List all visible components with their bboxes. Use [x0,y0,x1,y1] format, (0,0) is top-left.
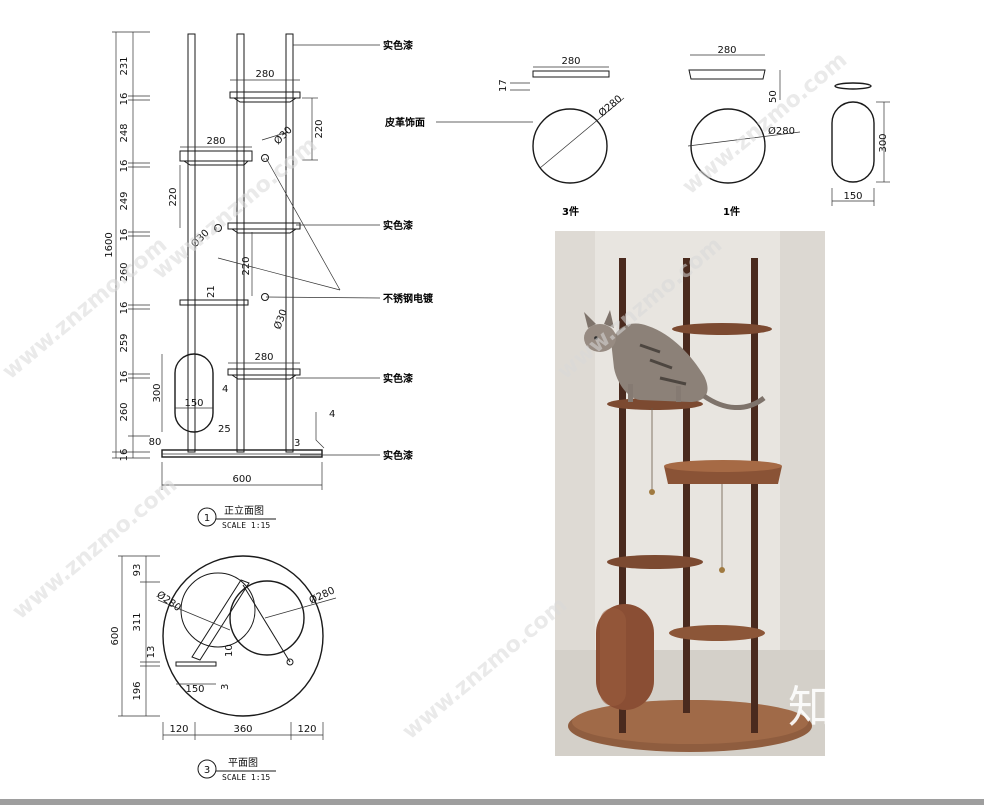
part-count-1: 1件 [723,205,740,218]
dim-plan-phi280a: Ø280 [154,589,183,614]
callout-paint-3: 实色漆 [383,372,413,385]
callout-paint-1: 实色漆 [383,39,413,52]
dim-4-b: 4 [329,409,335,420]
dim-plan-93: 93 [132,564,143,577]
dim-16: 16 [119,93,130,106]
view-number-plan: 3 [204,765,210,776]
dim-260: 260 [119,402,130,421]
dim-80: 80 [149,437,162,448]
dim-phi30-c: Ø30 [272,308,290,331]
dim-25: 25 [218,424,231,435]
watermark-site-3: www.znzmo.com [148,133,322,285]
dim-width-600: 600 [232,474,251,485]
dim-259: 259 [119,333,130,352]
dim-plan-120a: 120 [169,724,188,735]
dim-plan-311: 311 [132,612,143,631]
dim-plan-196: 196 [132,681,143,700]
dim-c1-dia: Ø280 [596,93,624,120]
dim-capsule-w: 150 [184,398,203,409]
dim-plan-120b: 120 [297,724,316,735]
dim-plan-3: 3 [220,684,231,690]
dim-cap-w: 150 [843,191,862,202]
bottom-bar [0,799,984,805]
dim-231: 231 [119,56,130,75]
dim-248: 248 [119,123,130,142]
dim-plan-600: 600 [110,626,121,645]
view-number-front: 1 [204,513,210,524]
dim-4-a: 4 [222,384,228,395]
dim-shelf-top: 280 [255,69,274,80]
dim-16: 16 [119,449,130,462]
dim-c2-thick: 50 [768,90,779,103]
view-title-front: 正立面图 [224,504,264,517]
dim-16: 16 [119,302,130,315]
callout-paint-4: 实色漆 [383,449,413,462]
view-title-plan: 平面图 [228,757,258,769]
watermark-brand: 知末 [788,682,876,733]
dim-capsule-h: 300 [152,383,163,402]
dim-220-a: 220 [314,119,325,138]
dim-c1-width: 280 [561,56,580,67]
watermark-site-1: www.znzmo.com [0,233,172,385]
dim-c2-dia: Ø280 [768,125,795,137]
callout-leather: 皮革饰面 [384,116,425,129]
dim-16: 16 [119,229,130,242]
dim-shelf-mid: 280 [206,136,225,147]
callout-paint-2: 实色漆 [383,219,413,232]
dim-cap-h: 300 [878,133,889,152]
part-count-3: 3件 [562,205,579,218]
watermark-site-2: www.znzmo.com [8,473,182,625]
dim-plan-150: 150 [185,684,204,695]
dim-c1-thick: 17 [498,79,509,92]
watermark-id: ID: 1232593865 [748,753,942,781]
view-scale-plan: SCALE 1:15 [222,773,270,782]
dim-260: 260 [119,262,130,281]
dim-21: 21 [206,285,217,298]
dim-16: 16 [119,160,130,173]
dim-plan-10: 10 [224,644,235,657]
dim-shelf-low: 280 [254,352,273,363]
dim-height-1600: 1600 [104,232,115,257]
dim-16: 16 [119,371,130,384]
dim-220-c: 220 [241,256,252,275]
watermark-site-4: www.znzmo.com [398,593,572,745]
callout-steel: 不锈钢电镀 [383,292,434,305]
dim-plan-13: 13 [146,646,157,659]
plan-view: Ø280 Ø280 10 150 3 93 311 13 196 600 120 [110,555,337,782]
view-scale-front: SCALE 1:15 [222,521,270,530]
dim-phi30-a: Ø30 [272,124,295,147]
front-elevation: 231 16 248 16 249 16 260 16 259 16 260 8… [104,31,434,530]
dim-3: 3 [294,438,300,449]
dim-c2-width: 280 [717,45,736,56]
dim-249: 249 [119,191,130,210]
cat-illustration [584,310,766,411]
product-photo [555,231,825,756]
dim-220-b: 220 [168,187,179,206]
dim-plan-phi280b: Ø280 [307,584,337,606]
dim-plan-360: 360 [233,724,252,735]
